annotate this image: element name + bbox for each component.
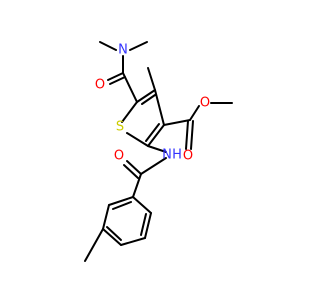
atom-label-amide-n: N [118,43,128,58]
bond-ar5-ar6 [102,204,110,230]
atom-label-amide-nh-n: N [162,148,172,163]
bond-amide-co-a [107,72,124,81]
bond-s-c5 [121,101,138,123]
atom-label-thiophene-s: S [116,120,124,135]
bond-ar5-methyl [84,228,104,262]
atom-label-benzamide-o: O [114,149,124,164]
bond-ar6-ar1 [108,196,134,206]
atom-label-ester-carbonyl-o: O [183,149,193,164]
bond-ester-c-o-single [189,105,200,121]
atom-label-amide-nh-h: H [172,148,182,163]
bond-benzamide-co-b [123,164,139,179]
bond-amide-co-b [109,76,126,85]
bonds [84,41,233,262]
molecule-structure-diagram: N O O O O S N H [0,0,300,300]
bond-ar4-ar5 [102,228,122,246]
bond-ester-co-b [190,120,194,150]
bond-benzamide-co-a [126,160,142,175]
bond-carbonyl-c5 [122,72,138,103]
bond-c4-methyl [147,67,156,91]
bond-c3-c2 [147,124,165,147]
bond-c3-c2-inner [145,123,160,142]
bond-c3-ester-c [163,119,191,126]
bond-c5-c4-inner [141,94,156,105]
atom-label-amide-o: O [95,78,105,93]
bond-c2-s [126,132,149,147]
bond-n-methyl-left [99,41,117,51]
bond-c2-nh [147,145,167,153]
bond-ar2-ar3 [144,212,152,239]
atom-labels: N O O O O S N H [95,43,210,164]
diagram-background [0,0,300,300]
bond-ar1-ar2 [132,196,152,214]
bond-c4-c3 [154,89,165,126]
bond-ar3-ar4 [120,237,146,246]
atom-label-ester-ether-o: O [200,96,210,111]
bond-ar4-ar5-inner [106,226,122,241]
bond-nh-carbonyl [140,157,167,175]
bond-ar6-ar1-inner [112,201,132,210]
bond-ar2-ar3-inner [140,213,147,236]
bond-n-methyl-right [129,41,148,51]
bond-ester-co-a [185,120,189,150]
bond-carbonyl-aryl [132,173,142,198]
bond-c5-c4 [136,89,156,103]
